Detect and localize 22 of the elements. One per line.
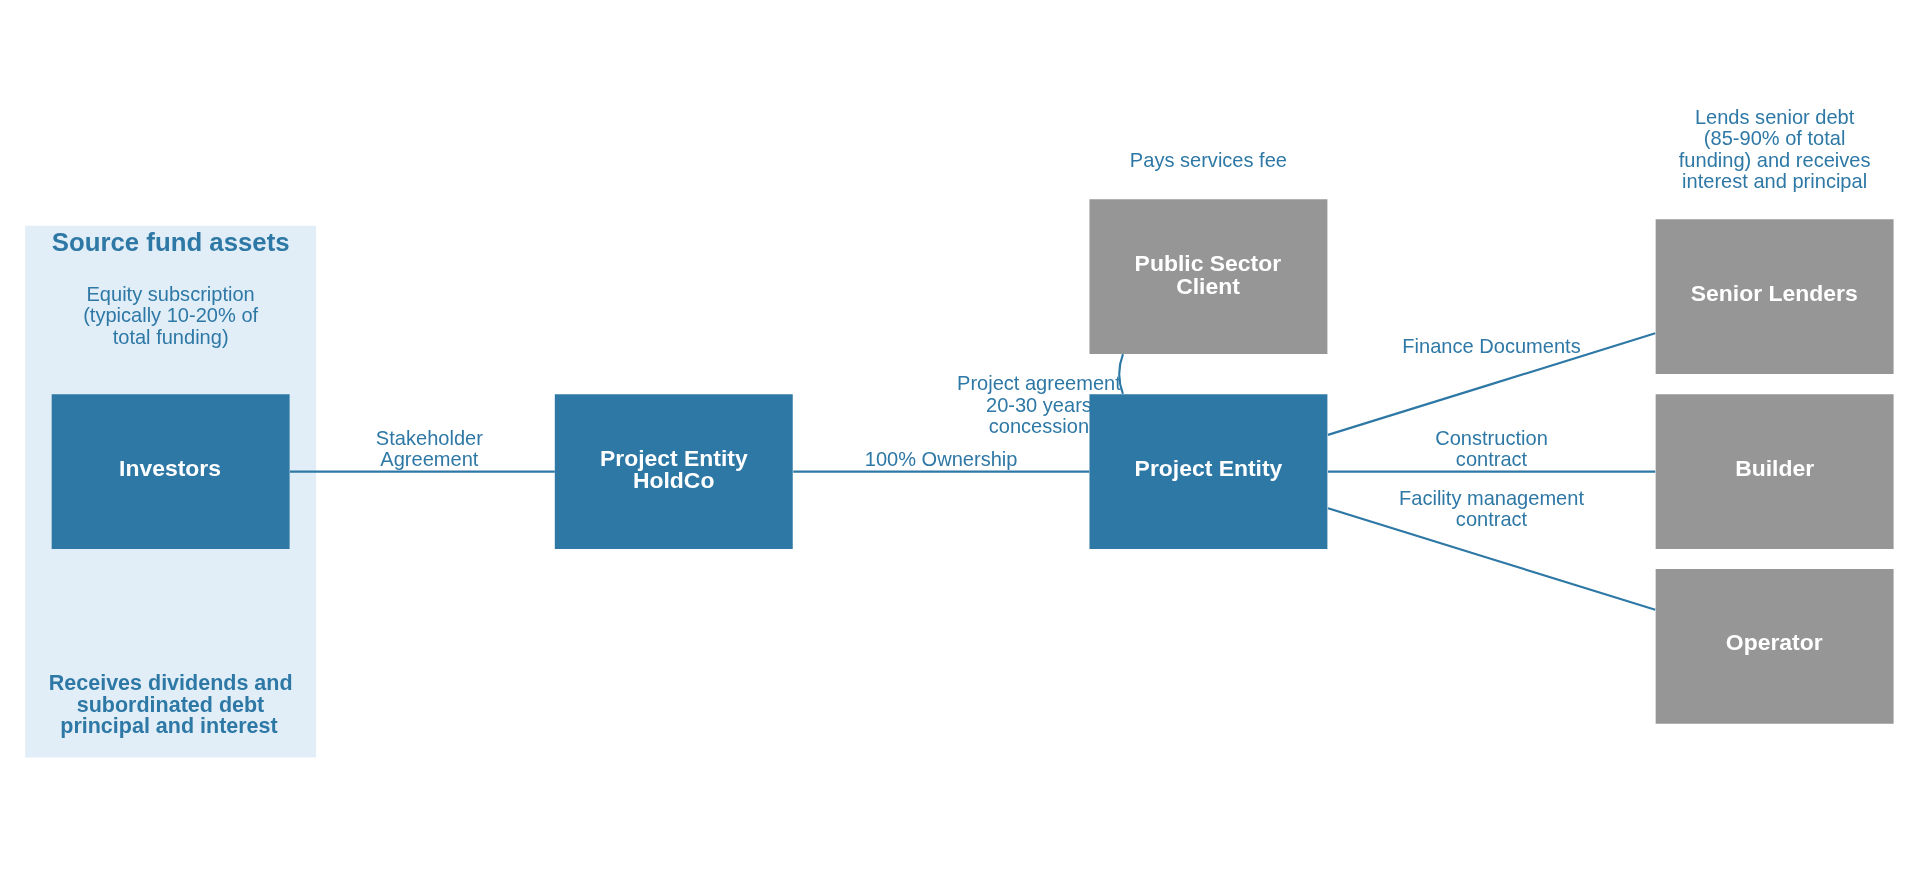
edge-label: Finance Documents: [1402, 334, 1581, 357]
edge-label: Construction contract: [1435, 426, 1548, 471]
edge-label: Stakeholder Agreement: [375, 426, 483, 471]
node-box: Project Entity HoldCo: [554, 394, 793, 549]
label: Receives dividends and subordinated debt principal and interest: [48, 671, 293, 739]
connector: [1327, 332, 1656, 436]
node-box: Investors: [51, 394, 290, 549]
connector: [1118, 353, 1124, 395]
node-box: Builder: [1655, 394, 1894, 549]
node-box: Public Sector Client: [1089, 199, 1328, 354]
connector: [793, 470, 1090, 473]
node-box: Operator: [1655, 569, 1894, 724]
connector: [1327, 507, 1656, 611]
node-box: Project Entity: [1089, 394, 1328, 549]
edge-label: 100% Ownership: [864, 448, 1018, 471]
node-label: Lends senior debt (85-90% of total funding) and receives interest and principal: [1678, 105, 1871, 193]
connector: [1327, 470, 1656, 473]
edge-label: Facility management contract: [1399, 486, 1585, 531]
node-box: Senior Lenders: [1655, 219, 1894, 375]
node-label: Pays services fee: [1129, 149, 1287, 172]
node-label: Equity subscription (typically 10-20% of total funding): [83, 282, 259, 348]
connector: [290, 470, 555, 473]
